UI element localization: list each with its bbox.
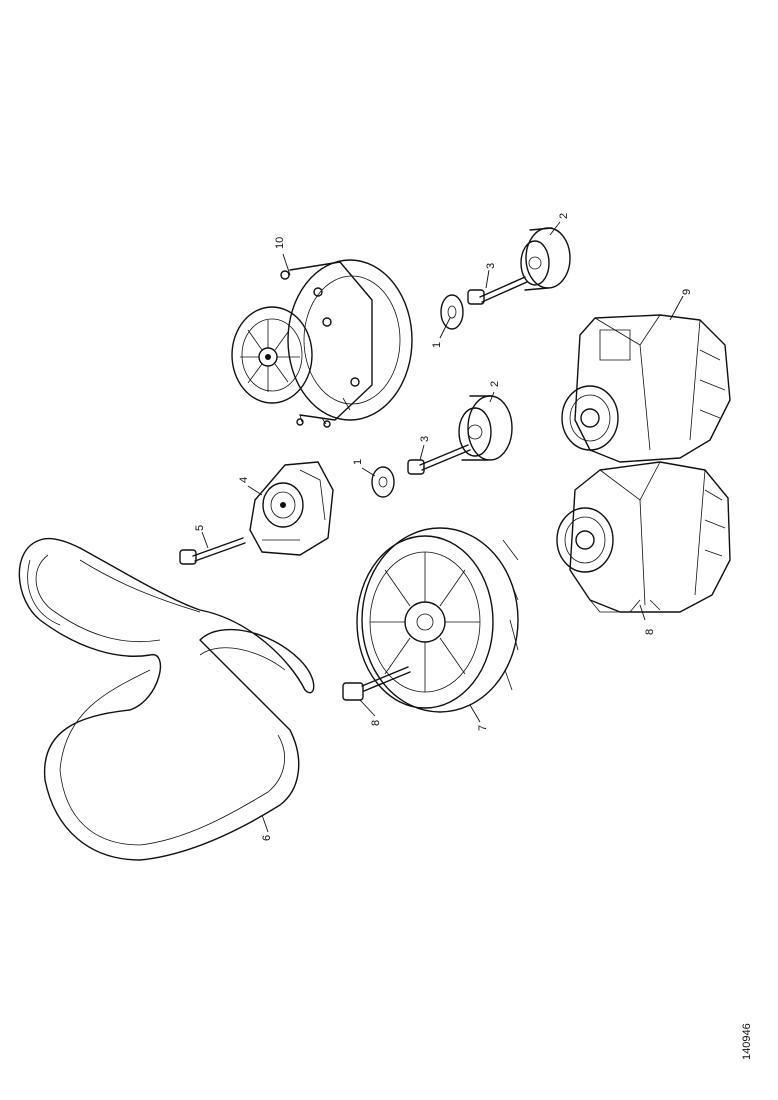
callout-labels: 10 2 3 1 9 2 3 1 4 5 8 6 7 8 [194, 213, 693, 841]
bolt-upper [467, 276, 528, 305]
callout-7: 7 [477, 725, 489, 731]
callout-8-lower: 8 [370, 720, 382, 726]
idler-pulley-lower [458, 395, 513, 461]
callout-2-upper: 2 [558, 213, 570, 219]
callout-1-upper: 1 [431, 342, 443, 348]
callout-9: 9 [681, 289, 693, 295]
ac-compressor [231, 259, 413, 428]
callout-1-lower: 1 [352, 459, 364, 465]
callout-8-upper: 8 [644, 629, 656, 635]
callout-5: 5 [194, 525, 206, 531]
callout-10: 10 [274, 237, 286, 249]
callout-6: 6 [261, 835, 273, 841]
callout-3-lower: 3 [419, 436, 431, 442]
alternator-lower [556, 461, 731, 613]
crankshaft-bolt [342, 666, 411, 701]
belt-tensioner [249, 461, 334, 556]
drive-belt [18, 537, 315, 861]
alternator-upper [561, 314, 731, 463]
washer-lower [371, 466, 395, 498]
bolt-lower [407, 444, 471, 475]
idler-pulley-upper [520, 227, 571, 291]
callout-4: 4 [238, 477, 250, 483]
callout-2-lower: 2 [489, 381, 501, 387]
figure-id: 140946 [741, 1023, 753, 1060]
callout-3-upper: 3 [485, 263, 497, 269]
tensioner-bolt [179, 537, 246, 565]
crankshaft-pulley [356, 527, 519, 713]
washer-upper [440, 294, 464, 330]
leader-lines [201, 221, 684, 833]
